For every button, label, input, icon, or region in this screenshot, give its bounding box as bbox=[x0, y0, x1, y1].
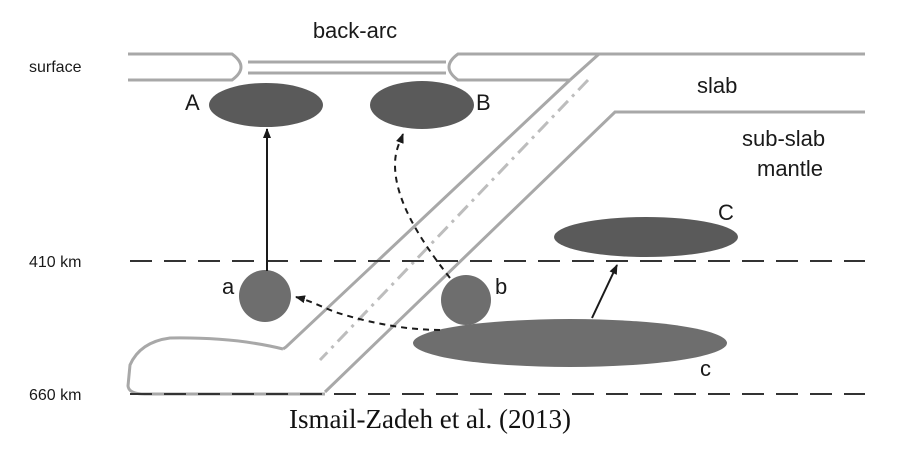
slab-upper-boundary bbox=[282, 52, 865, 351]
label-A: A bbox=[185, 90, 200, 115]
arrow-b-to-B bbox=[393, 133, 451, 279]
arrow-c-to-C bbox=[591, 264, 618, 319]
surface-plate-right bbox=[447, 52, 582, 82]
source-c bbox=[413, 319, 727, 367]
label-660km: 660 km bbox=[29, 387, 81, 404]
source-b bbox=[441, 275, 491, 325]
slab-upper-edge bbox=[568, 52, 601, 82]
back-arc-gap bbox=[248, 60, 446, 75]
label-c: c bbox=[700, 356, 711, 381]
label-surface: surface bbox=[29, 59, 82, 76]
label-a: a bbox=[222, 274, 235, 299]
slab-centerline bbox=[318, 78, 590, 362]
label-slab: slab bbox=[697, 73, 737, 98]
anomaly-C bbox=[554, 217, 738, 257]
label-sub-slab: sub-slab bbox=[742, 126, 825, 151]
anomaly-A bbox=[209, 83, 323, 127]
source-a bbox=[239, 270, 291, 322]
label-mantle: mantle bbox=[757, 156, 823, 181]
slab-lower-boundary bbox=[323, 110, 865, 394]
label-b: b bbox=[495, 274, 507, 299]
label-back-arc: back-arc bbox=[313, 18, 397, 43]
stagnant-slab bbox=[126, 336, 325, 396]
caption: Ismail-Zadeh et al. (2013) bbox=[289, 404, 571, 434]
label-B: B bbox=[476, 90, 491, 115]
label-C: C bbox=[718, 200, 734, 225]
arrow-c-to-a bbox=[295, 295, 441, 331]
surface-plate-left bbox=[128, 52, 243, 82]
anomaly-B bbox=[370, 81, 474, 129]
label-410km: 410 km bbox=[29, 254, 81, 271]
